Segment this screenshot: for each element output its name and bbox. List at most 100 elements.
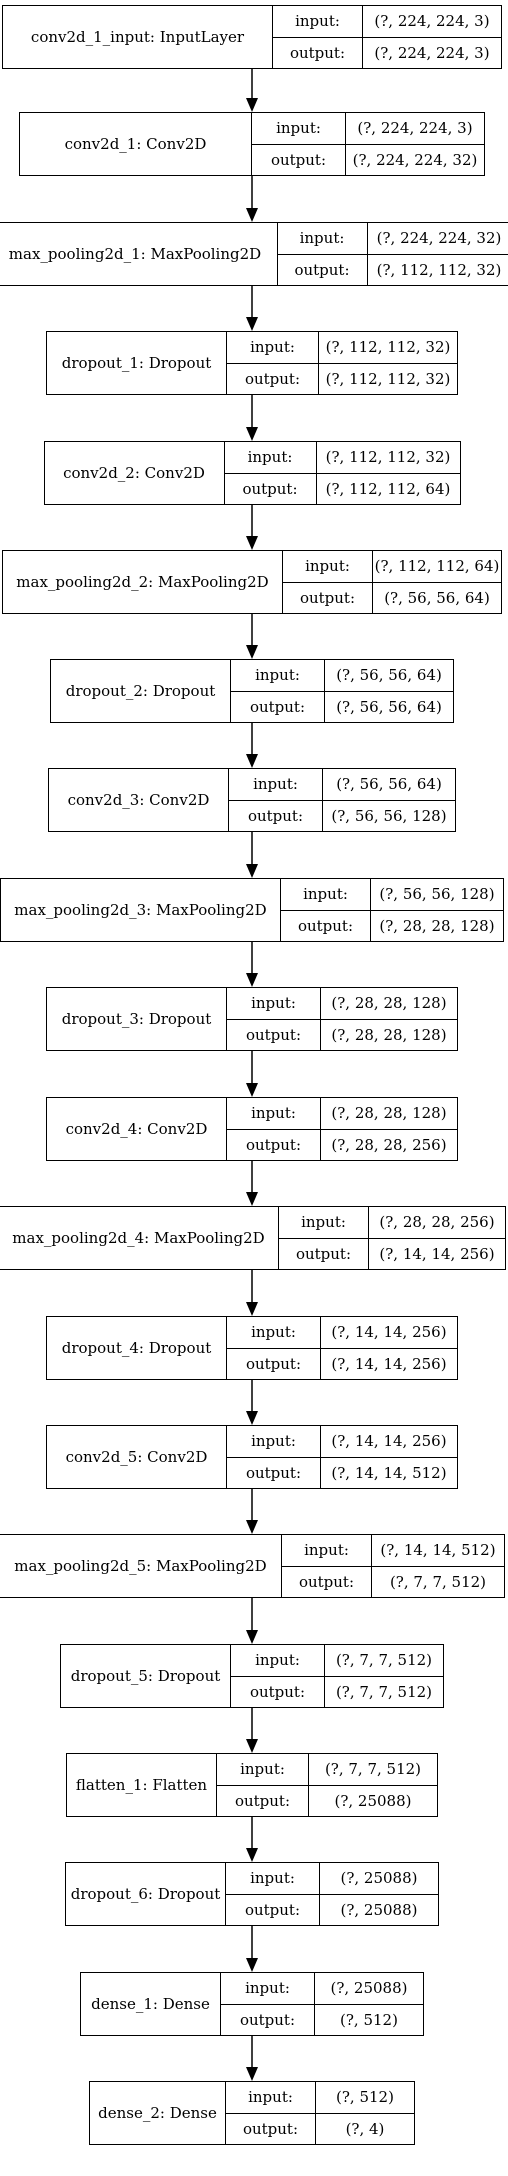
input-shape: (?, 14, 14, 256) xyxy=(331,1432,447,1451)
input-shape: (?, 56, 56, 128) xyxy=(379,885,495,904)
arrow-head-icon xyxy=(246,864,258,878)
arrow-head-icon xyxy=(246,1192,258,1206)
layer-name: max_pooling2d_3: MaxPooling2D xyxy=(1,879,281,941)
layer-ports: input:(?, 224, 224, 32)output: (?, 112, 1… xyxy=(277,223,508,285)
output-label: output: xyxy=(226,2113,316,2144)
output-shape: (?, 112, 112, 64) xyxy=(325,479,451,498)
arrow-head-icon xyxy=(246,1520,258,1534)
layer-ports: input:(?, 112, 112, 32)output:(?, 112, 1… xyxy=(224,442,460,504)
output-label: output: xyxy=(231,1676,325,1707)
port-row-input: input:(?, 112, 112, 64) xyxy=(283,551,501,582)
port-row-input: input:(?, 224, 224, 3) xyxy=(252,113,484,144)
output-label: output: xyxy=(281,910,371,941)
arrow-head-icon xyxy=(246,1958,258,1972)
layer-ports: input:(?, 56, 56, 64)output:(?, 56, 56, … xyxy=(229,769,455,831)
layer-ports: input:(?, 224, 224, 3)output:(?, 224, 22… xyxy=(252,113,484,175)
input-label: input: xyxy=(229,769,323,800)
input-label: input: xyxy=(273,6,363,37)
port-row-output: output: (?, 112, 112, 32) xyxy=(277,253,508,285)
input-shape: (?, 112, 112, 64) xyxy=(374,557,500,576)
layer-ports: input:(?, 512)output:(?, 4) xyxy=(226,2082,414,2144)
input-label: input: xyxy=(231,660,325,691)
output-label: output: xyxy=(227,1348,321,1379)
output-shape: (?, 14, 14, 256) xyxy=(331,1354,447,1373)
port-row-input: input: (?, 56, 56, 128) xyxy=(281,879,503,910)
output-label: output: xyxy=(227,363,319,394)
layer-name: max_pooling2d_5: MaxPooling2D xyxy=(0,1535,282,1597)
layer-name: dropout_3: Dropout xyxy=(47,988,227,1050)
output-label: output: xyxy=(226,1894,320,1925)
layer-name: max_pooling2d_4: MaxPooling2D xyxy=(0,1207,279,1269)
port-row-output: output:(?, 28, 28, 128) xyxy=(281,909,503,941)
layer-name: conv2d_4: Conv2D xyxy=(47,1098,227,1160)
input-label: input: xyxy=(221,1973,315,2004)
port-row-input: input:(?, 224, 224, 32) xyxy=(278,223,508,254)
output-shape: (?, 25088) xyxy=(340,1900,418,1919)
layer-name: dense_2: Dense xyxy=(90,2082,226,2144)
port-row-output: output:(?, 7, 7, 512) xyxy=(231,1675,443,1707)
input-shape: (?, 112, 112, 32) xyxy=(325,338,451,357)
port-row-output: output:(?, 14, 14, 512) xyxy=(227,1456,457,1488)
layer-name: dropout_2: Dropout xyxy=(51,660,231,722)
layer-ports: input:(?, 7, 7, 512)output:(?, 7, 7, 512… xyxy=(231,1645,443,1707)
layer-name: conv2d_1: Conv2D xyxy=(20,113,252,175)
port-row-input: input:(?, 112, 112, 32) xyxy=(225,442,460,473)
port-row-input: input:(?, 25088) xyxy=(221,1973,423,2004)
arrow-head-icon xyxy=(246,427,258,441)
layer-name: dense_1: Dense xyxy=(81,1973,221,2035)
port-row-input: input:(?, 512) xyxy=(226,2082,414,2113)
input-shape: (?, 28, 28, 128) xyxy=(331,1104,447,1123)
layer-name: max_pooling2d_1: MaxPooling2D xyxy=(0,223,278,285)
output-label: output: xyxy=(227,1129,321,1160)
arrow-head-icon xyxy=(246,208,258,222)
input-shape: (?, 224, 224, 32) xyxy=(376,229,502,248)
layer-name: flatten_1: Flatten xyxy=(67,1754,217,1816)
input-label: input: xyxy=(281,879,371,910)
arrow-head-icon xyxy=(246,1411,258,1425)
output-shape: (?, 56, 56, 64) xyxy=(384,588,490,607)
output-shape: (?, 25088) xyxy=(334,1791,412,1810)
input-label: input: xyxy=(225,442,317,473)
layer-ports: input:(?, 28, 28, 128)output:(?, 28, 28,… xyxy=(227,988,457,1050)
layer-ports: input:(?, 28, 28, 256)output:(?, 14, 14,… xyxy=(279,1207,505,1269)
input-shape: (?, 25088) xyxy=(340,1869,418,1888)
port-row-output: output:(?, 224, 224, 3) xyxy=(273,36,501,68)
port-row-output: output:(?, 56, 56, 64) xyxy=(283,581,501,613)
port-row-input: input: (?, 28, 28, 128) xyxy=(227,1098,457,1129)
output-label: output: xyxy=(278,254,368,285)
input-shape: (?, 224, 224, 3) xyxy=(374,12,490,31)
arrow-head-icon xyxy=(246,645,258,659)
arrow-head-icon xyxy=(246,536,258,550)
arrow-head-icon xyxy=(246,317,258,331)
input-label: input: xyxy=(226,1863,320,1894)
input-label: input: xyxy=(227,332,319,363)
layer-name: dropout_1: Dropout xyxy=(47,332,227,394)
layer-ports: input:(?, 14, 14, 512)output:(?, 7, 7, 5… xyxy=(282,1535,504,1597)
input-shape: (?, 56, 56, 64) xyxy=(336,666,442,685)
layer-ports: input: (?, 112, 112, 32) output:(?, 112, 1… xyxy=(227,332,457,394)
arrow-head-icon xyxy=(246,1848,258,1862)
output-shape: (?, 112, 112, 32) xyxy=(376,260,502,279)
output-shape: (?, 56, 56, 128) xyxy=(331,806,447,825)
input-label: input: xyxy=(227,1426,321,1457)
port-row-output: output: (?, 25088) xyxy=(226,1893,438,1925)
output-label: output: xyxy=(273,37,363,68)
output-shape: (?, 7, 7, 512) xyxy=(389,1572,487,1591)
port-row-input: input:(?, 28, 28, 128) xyxy=(227,988,457,1019)
port-row-output: output:(?, 112, 112, 32) xyxy=(227,362,457,394)
port-row-output: output:(?, 512) xyxy=(221,2003,423,2035)
output-label: output: xyxy=(252,144,346,175)
layer-name: conv2d_1_input: InputLayer xyxy=(3,6,273,68)
input-label: input: xyxy=(227,1098,321,1129)
input-label: input: xyxy=(252,113,346,144)
